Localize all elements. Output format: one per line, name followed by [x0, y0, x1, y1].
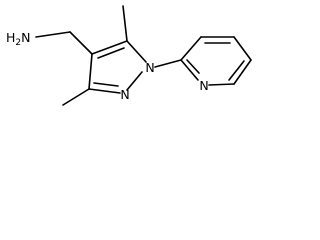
bond-ch2-nh2: [35, 31, 71, 38]
bond-py-n-c2-inner: [186, 59, 200, 74]
bond-py-c4-c5: [233, 36, 252, 61]
bond-py-c5-c6-inner: [228, 60, 245, 81]
amine-label: H2N: [6, 30, 31, 48]
bond-py-c5-c6: [233, 59, 252, 85]
bond-c3-methyl: [62, 88, 90, 106]
bond-py-n-c2: [180, 59, 199, 81]
pyridine-n-label: N: [199, 78, 208, 93]
bond-c4-c5: [91, 40, 128, 55]
bond-c5-methyl: [122, 5, 128, 42]
pyrazole-n1-label: N: [145, 60, 154, 75]
bond-c5-n1: [126, 40, 147, 63]
bond-n2-c3-inner: [93, 82, 119, 87]
bond-c3-c4: [88, 53, 93, 90]
chemical-structure-diagram: H2N N N N: [6, 5, 252, 106]
bond-n1-n2: [126, 71, 143, 91]
bond-c4-ch2: [69, 31, 93, 55]
bond-py-c6-n: [208, 83, 235, 86]
bond-c4-c5-inner: [97, 47, 125, 59]
bond-n2-c3: [88, 88, 121, 94]
pyrazole-n2-label: N: [120, 87, 129, 102]
bond-n1-pyridine: [154, 59, 182, 68]
bond-py-c2-c3: [180, 36, 202, 61]
